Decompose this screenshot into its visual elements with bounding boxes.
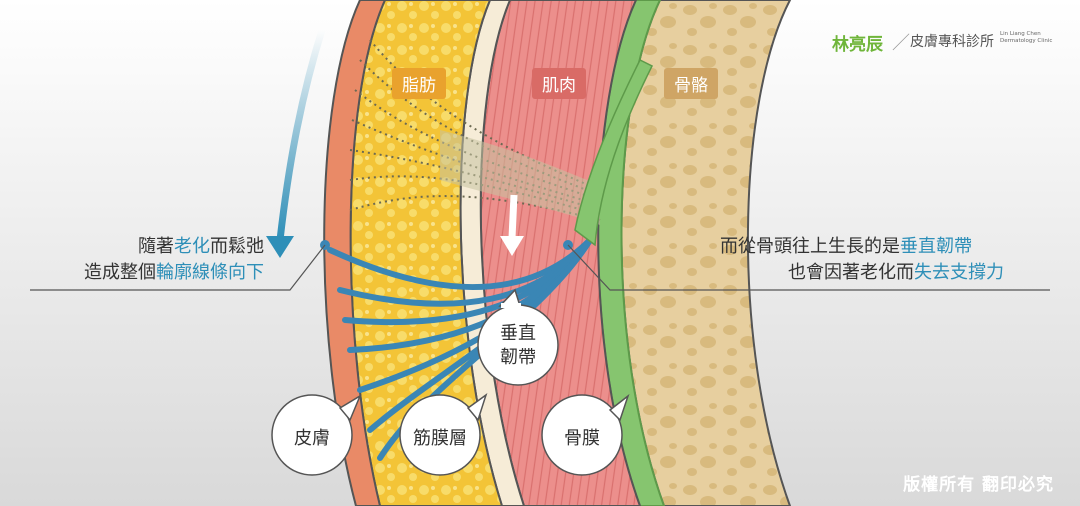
bubble-skin	[271, 394, 362, 476]
clinic-name: 皮膚專科診所	[910, 34, 994, 50]
bubble-periosteum-text: 骨膜	[564, 428, 600, 449]
bubble-ligament	[477, 288, 559, 386]
clinic-name-en-line1: Lin Liang Chen	[1000, 31, 1041, 37]
left-callout-line2-text: 造成整個	[84, 262, 156, 283]
brand-name: 林亮辰	[832, 35, 883, 55]
right-callout-line2-highlight: 失去支撐力	[914, 262, 1004, 283]
brand-divider: ／	[892, 33, 910, 54]
right-callout-line1: 而從骨頭往上生長的是垂直韌帶	[720, 232, 972, 258]
right-callout-line1-highlight: 垂直韌帶	[900, 236, 972, 257]
ligament-trunk	[574, 58, 654, 247]
left-callout-line1-text: 隨著	[138, 236, 174, 257]
right-callout-line2: 也會因著老化而失去支撐力	[788, 258, 1004, 284]
copyright-notice: 版權所有 翻印必究	[903, 475, 1054, 495]
right-leader-line	[567, 244, 1050, 291]
bubble-skin-text: 皮膚	[294, 428, 330, 449]
bubble-ligament-line2: 韌帶	[500, 347, 536, 368]
small-down-arrow-icon	[500, 194, 524, 256]
left-callout-line2-highlight: 輪廓線條向下	[156, 262, 264, 283]
skin-layer	[323, 0, 387, 506]
left-callout-line1-highlight: 老化	[174, 236, 210, 257]
down-arrow-icon	[266, 28, 326, 258]
right-callout-line1-text: 而從骨頭往上生長的是	[720, 236, 900, 257]
clinic-name-en-line2: Dermatology Clinic	[1000, 38, 1053, 44]
right-callout-line2-text: 也會因著老化而	[788, 262, 914, 283]
bone-label: 骨骼	[664, 68, 718, 99]
bubble-ligament-line1: 垂直	[500, 323, 536, 344]
left-callout-line2: 造成整個輪廓線條向下	[84, 258, 264, 284]
left-callout-line1: 隨著老化而鬆弛	[138, 232, 264, 258]
ligament-band	[440, 130, 600, 225]
bubble-ligament-text: 垂直 韌帶	[498, 322, 538, 370]
fat-label: 脂肪	[392, 68, 446, 99]
left-leader-line	[30, 244, 326, 291]
bubble-fascia-text: 筋膜層	[413, 428, 467, 449]
bubble-fascia	[399, 393, 488, 476]
muscle-label: 肌肉	[532, 68, 586, 99]
clinic-name-en: Lin Liang Chen Dermatology Clinic	[1000, 31, 1052, 45]
left-callout-line1-tail: 而鬆弛	[210, 236, 264, 257]
bubble-periosteum	[541, 393, 630, 476]
